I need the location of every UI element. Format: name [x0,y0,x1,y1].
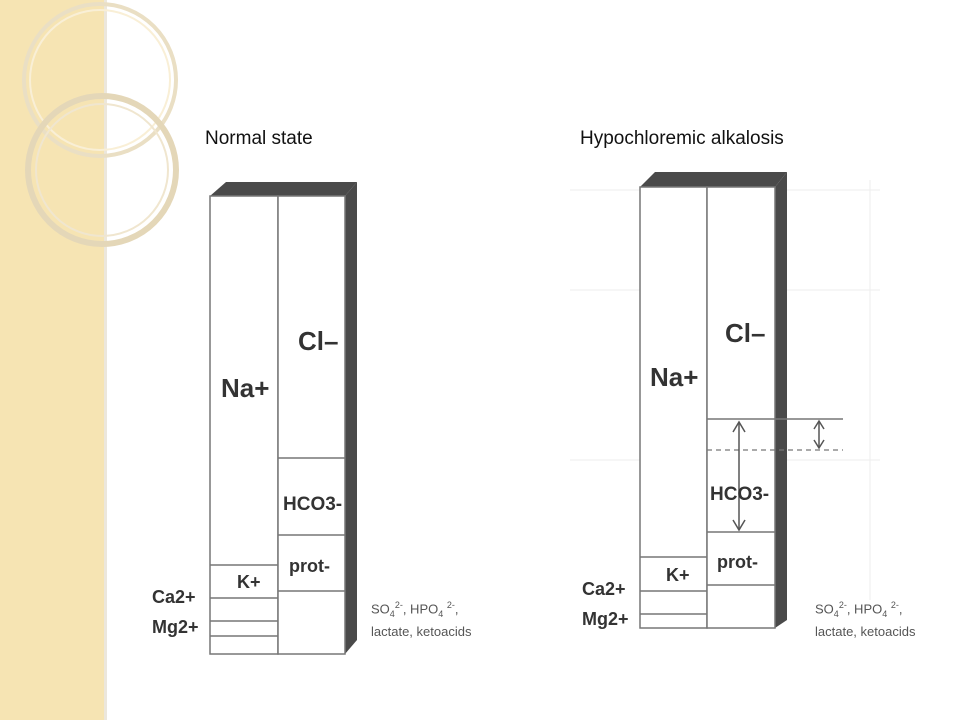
other-anions-note-left: SO42-, HPO4 2-, lactate, ketoacids [371,597,471,640]
other-anions-line2: lactate, ketoacids [815,623,916,639]
bar-shadow-right [345,182,357,654]
other-anions-note-right: SO42-, HPO4 2-, lactate, ketoacids [815,597,915,640]
diagram-normal-state: Na+ Cl– HCO3- prot- K+ Ca2+ Mg2+ [152,182,357,655]
title-normal-state: Normal state [205,128,313,149]
hco3-label: HCO3- [710,484,769,505]
bar-shadow-right [775,172,787,628]
mg-label: Mg2+ [152,617,199,637]
ca-label: Ca2+ [152,587,196,607]
anion-column [706,186,776,629]
na-label: Na+ [221,373,269,403]
title-hypochloremic-alkalosis: Hypochloremic alkalosis [580,128,784,149]
cl-label: Cl– [725,318,765,348]
other-anions-line2: lactate, ketoacids [371,623,472,639]
other-anions-line1: SO42-, HPO4 2-, [815,600,903,619]
decorative-side-strip [0,0,107,720]
cation-column [639,186,708,629]
side-strip-edge [104,0,107,720]
na-label: Na+ [650,362,698,392]
hco3-increase-arrow [813,419,825,450]
bar-shadow-top [210,182,357,196]
cation-column [209,195,279,655]
anion-column [277,195,346,655]
decorative-rings [22,2,179,247]
prot-label: prot- [717,552,758,572]
bar-shadow-top [640,172,787,187]
hco3-label: HCO3- [283,494,342,515]
other-anions-line1: SO42-, HPO4 2-, [371,600,459,619]
diagram-hypochloremic-alkalosis: Na+ Cl– HCO3- prot- K+ Ca2+ Mg2+ [570,172,880,629]
cl-label: Cl– [298,326,338,356]
k-label: K+ [237,572,261,592]
ca-label: Ca2+ [582,579,626,599]
mg-label: Mg2+ [582,609,629,629]
prot-label: prot- [289,556,330,576]
hco3-span-arrow [732,420,746,532]
k-label: K+ [666,565,690,585]
